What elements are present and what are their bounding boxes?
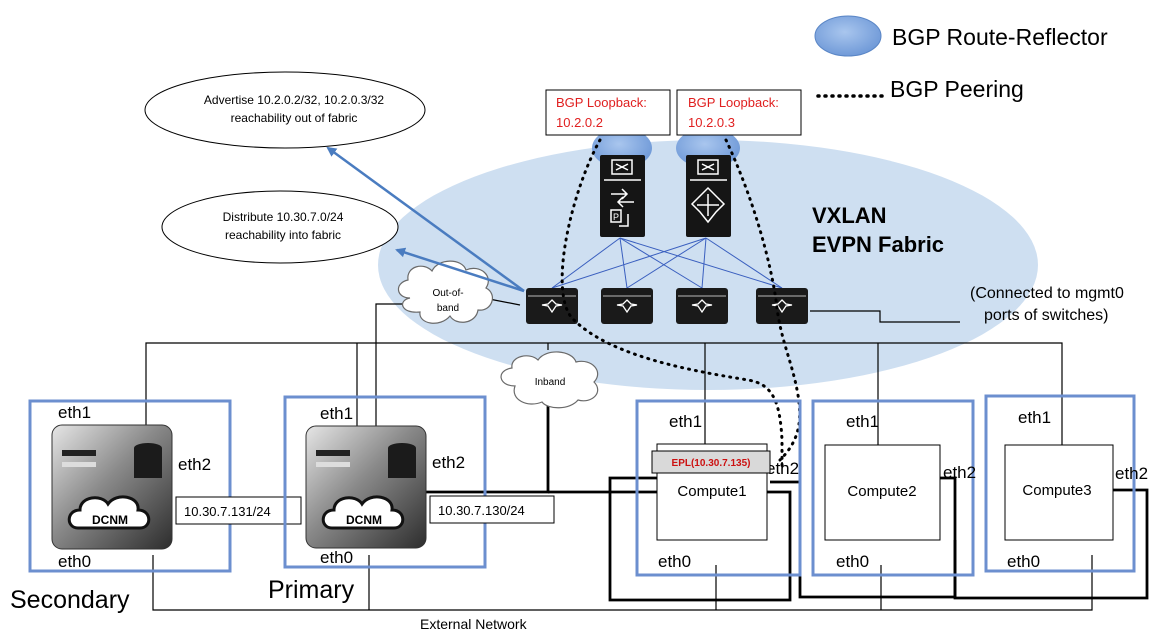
compute-2: eth1 eth2 eth0 Compute2 — [811, 399, 976, 577]
legend-peering-label: BGP Peering — [890, 76, 1024, 102]
callout-advertise-1: Advertise 10.2.0.2/32, 10.2.0.3/32 — [204, 93, 384, 107]
primary-eth1: eth1 — [320, 404, 353, 423]
leaf-switch-3 — [676, 288, 728, 324]
loopback-1-label: BGP Loopback: — [556, 95, 647, 110]
inband-cloud: Inband — [500, 351, 599, 409]
leaf-switch-4 — [756, 288, 808, 324]
compute2-name: Compute2 — [847, 483, 916, 500]
mgmt-note-2: ports of switches) — [984, 307, 1108, 324]
secondary-role: Secondary — [10, 586, 130, 614]
secondary-ip: 10.30.7.131/24 — [184, 504, 271, 519]
loopback-2-label: BGP Loopback: — [688, 95, 779, 110]
compute2-eth1: eth1 — [846, 412, 879, 431]
legend-rr-icon — [814, 15, 882, 57]
primary-eth2: eth2 — [432, 453, 465, 472]
out-of-band-cloud: Out-of- band — [397, 260, 494, 324]
leaf-switch-1 — [526, 288, 578, 324]
leaf-switches — [526, 288, 808, 324]
compute2-eth0: eth0 — [836, 552, 869, 571]
compute3-eth2: eth2 — [1115, 464, 1148, 483]
fabric-label-2: EVPN Fabric — [812, 232, 944, 257]
callout-arrows — [326, 146, 525, 293]
compute1-eth1: eth1 — [669, 412, 702, 431]
callout-distribute: Distribute 10.30.7.0/24 reachability int… — [161, 190, 399, 264]
fabric-links — [551, 237, 783, 289]
primary-logo: DCNM — [346, 513, 382, 527]
mgmt-note-1: (Connected to mgmt0 — [970, 285, 1124, 302]
callout-distribute-1: Distribute 10.30.7.0/24 — [223, 210, 344, 224]
compute3-eth0: eth0 — [1007, 552, 1040, 571]
dcnm-secondary: eth1 eth2 eth0 DCNM 10.30.7.131/24 Secon… — [10, 399, 302, 614]
legend-rr-label: BGP Route-Reflector — [892, 24, 1108, 50]
compute1-eth0: eth0 — [658, 552, 691, 571]
external-network-label: External Network — [420, 616, 528, 632]
callout-advertise: Advertise 10.2.0.2/32, 10.2.0.3/32 reach… — [144, 71, 426, 149]
loopback-box-1: BGP Loopback: 10.2.0.2 — [545, 89, 671, 136]
leaf-switch-2 — [601, 288, 653, 324]
inband-label: Inband — [535, 377, 566, 388]
epl-label: EPL(10.30.7.135) — [672, 458, 751, 469]
dcnm-primary: eth1 eth2 eth0 DCNM 10.30.7.130/24 Prima… — [268, 395, 555, 604]
loopback-2-ip: 10.2.0.3 — [688, 115, 735, 130]
secondary-eth2: eth2 — [178, 455, 211, 474]
primary-eth0: eth0 — [320, 548, 353, 567]
spine-switch-2 — [686, 155, 731, 237]
secondary-eth0: eth0 — [58, 552, 91, 571]
oob-label-1: Out-of- — [432, 288, 463, 299]
compute1-name: Compute1 — [677, 483, 746, 500]
secondary-eth1: eth1 — [58, 403, 91, 422]
compute3-name: Compute3 — [1022, 482, 1091, 499]
spine-switch-1: P — [600, 155, 645, 237]
compute2-eth2: eth2 — [943, 463, 976, 482]
svg-text:P: P — [613, 212, 619, 222]
secondary-logo: DCNM — [92, 513, 128, 527]
loopback-1-ip: 10.2.0.2 — [556, 115, 603, 130]
loopback-box-2: BGP Loopback: 10.2.0.3 — [676, 89, 802, 136]
callout-distribute-2: reachability into fabric — [225, 228, 341, 242]
compute-1: eth1 eth2 eth0 Compute1 EPL(10.30.7.135) — [635, 399, 802, 577]
oob-label-2: band — [437, 303, 459, 314]
compute-3: eth1 eth2 eth0 Compute3 — [984, 394, 1148, 573]
network-wiring — [145, 297, 1093, 611]
callout-advertise-2: reachability out of fabric — [231, 111, 358, 125]
compute1-eth2: eth2 — [766, 459, 799, 478]
primary-role: Primary — [268, 576, 355, 604]
fabric-label-1: VXLAN — [812, 203, 887, 228]
primary-ip: 10.30.7.130/24 — [438, 503, 525, 518]
compute3-eth1: eth1 — [1018, 408, 1051, 427]
